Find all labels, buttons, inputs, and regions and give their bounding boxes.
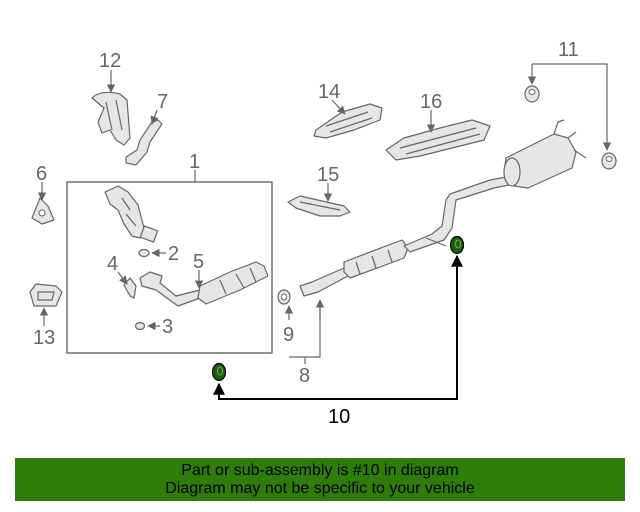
callout-16: 16: [420, 91, 442, 113]
leader-10-right: [340, 254, 463, 400]
part-3-nut[interactable]: [134, 321, 146, 331]
part-2-gasket[interactable]: [138, 248, 150, 258]
callout-9: 9: [283, 324, 294, 346]
callout-4: 4: [107, 253, 118, 275]
leader-4: [117, 271, 128, 285]
part-11-mount-top[interactable]: [524, 85, 540, 103]
leader-11: [532, 63, 612, 151]
part-5-front-pipe[interactable]: [139, 261, 269, 307]
callout-8: 8: [299, 365, 310, 387]
part-16-heat-shield[interactable]: [385, 119, 491, 161]
callout-5: 5: [193, 251, 204, 273]
callout-2: 2: [168, 243, 179, 265]
callout-14: 14: [318, 81, 340, 103]
leader-10-left: [213, 382, 340, 400]
callout-6: 6: [36, 163, 47, 185]
part-11-mount-right[interactable]: [601, 152, 617, 170]
part-15-heat-shield[interactable]: [287, 195, 351, 217]
callout-12: 12: [99, 50, 121, 72]
part-13-gasket[interactable]: [29, 283, 63, 307]
leader-14: [331, 99, 346, 115]
callout-1: 1: [189, 151, 200, 173]
part-9-gasket[interactable]: [277, 289, 291, 305]
muffler[interactable]: [503, 119, 587, 189]
assembly-box: [66, 181, 273, 354]
part-14-heat-shield[interactable]: [313, 103, 383, 139]
callout-7: 7: [157, 91, 168, 113]
part-8-center-pipe[interactable]: [299, 175, 515, 297]
exhaust-parts-diagram: 12 7 6 1 2 4 5 3 13 14 16 15 11 9 8 10: [29, 39, 617, 428]
part-10-hanger-right[interactable]: [449, 235, 465, 255]
callout-3: 3: [162, 316, 173, 338]
callout-13: 13: [33, 327, 55, 349]
info-banner-line-1: Part or sub-assembly is #10 in diagram: [181, 461, 459, 479]
leader-8-bracket: [289, 304, 321, 358]
part-1-manifold[interactable]: [104, 185, 159, 243]
leader-7: [150, 109, 159, 125]
part-7-bracket[interactable]: [125, 119, 163, 166]
part-10-hanger-left[interactable]: [211, 362, 227, 382]
info-banner: Part or sub-assembly is #10 in diagram D…: [15, 458, 625, 501]
info-banner-line-2: Diagram may not be specific to your vehi…: [165, 479, 475, 497]
callout-15: 15: [317, 164, 339, 186]
callout-11: 11: [558, 39, 579, 61]
part-12-heat-shield[interactable]: [91, 91, 131, 146]
callout-10: 10: [328, 406, 350, 428]
part-6-gasket[interactable]: [31, 197, 55, 225]
